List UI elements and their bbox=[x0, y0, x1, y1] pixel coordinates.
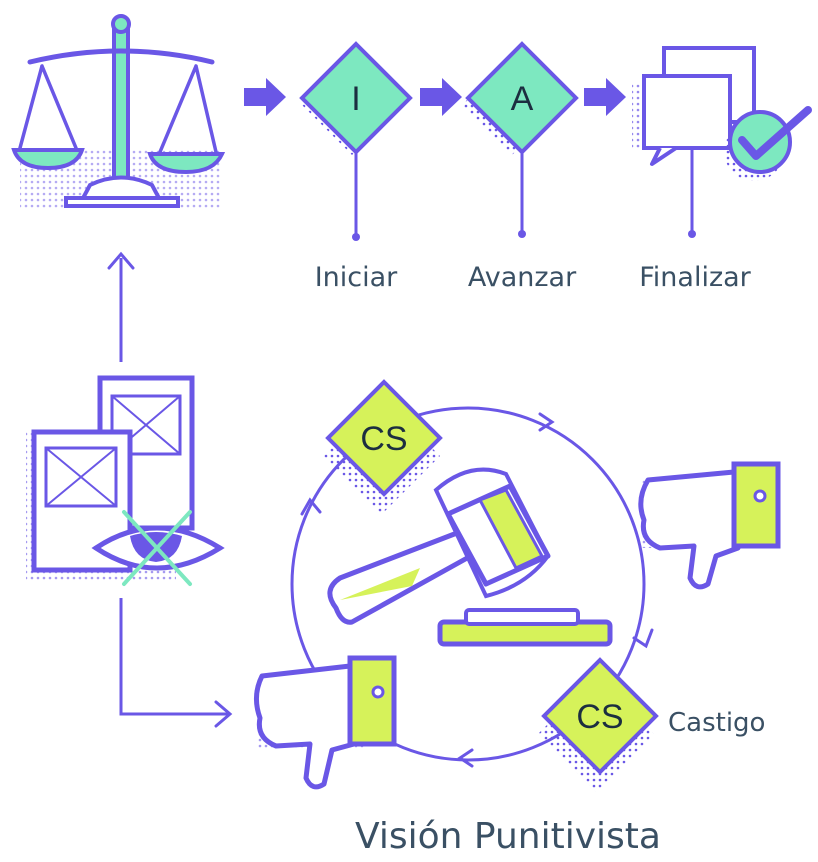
step-iniciar: I Iniciar bbox=[299, 41, 413, 293]
cs-badge-bottom: CS bbox=[538, 657, 659, 792]
step-avanzar-label: Avanzar bbox=[468, 262, 577, 293]
thumbs-down-icon-right bbox=[638, 461, 781, 590]
step-finalizar-label: Finalizar bbox=[639, 262, 751, 293]
scales-of-justice-icon bbox=[11, 14, 226, 210]
step-finalizar: Finalizar bbox=[632, 46, 812, 293]
step-avanzar: A Avanzar bbox=[462, 41, 579, 293]
down-right-connector bbox=[119, 598, 233, 728]
flow-arrow-2 bbox=[420, 78, 462, 116]
punishment-cycle: CS CS Castigo bbox=[254, 379, 781, 792]
flow-arrow-1 bbox=[244, 78, 286, 116]
flow-arrow-3 bbox=[584, 78, 626, 116]
up-arrow bbox=[107, 251, 135, 362]
gavel-icon bbox=[327, 467, 613, 647]
chat-check-icon bbox=[632, 46, 812, 181]
hidden-images-icon bbox=[26, 375, 225, 586]
diagram-title: Visión Punitivista bbox=[355, 816, 661, 857]
strike-icon bbox=[122, 510, 192, 586]
step-iniciar-letter: I bbox=[351, 80, 360, 118]
cs-badge-top: CS bbox=[324, 379, 443, 514]
cs-badge-top-text: CS bbox=[360, 420, 407, 458]
castigo-label: Castigo bbox=[668, 708, 765, 738]
step-avanzar-letter: A bbox=[511, 80, 534, 118]
step-iniciar-label: Iniciar bbox=[315, 262, 398, 293]
cs-badge-bottom-text: CS bbox=[576, 698, 623, 736]
cycle-ring bbox=[290, 406, 646, 762]
thumbs-down-icon-left bbox=[254, 655, 397, 790]
